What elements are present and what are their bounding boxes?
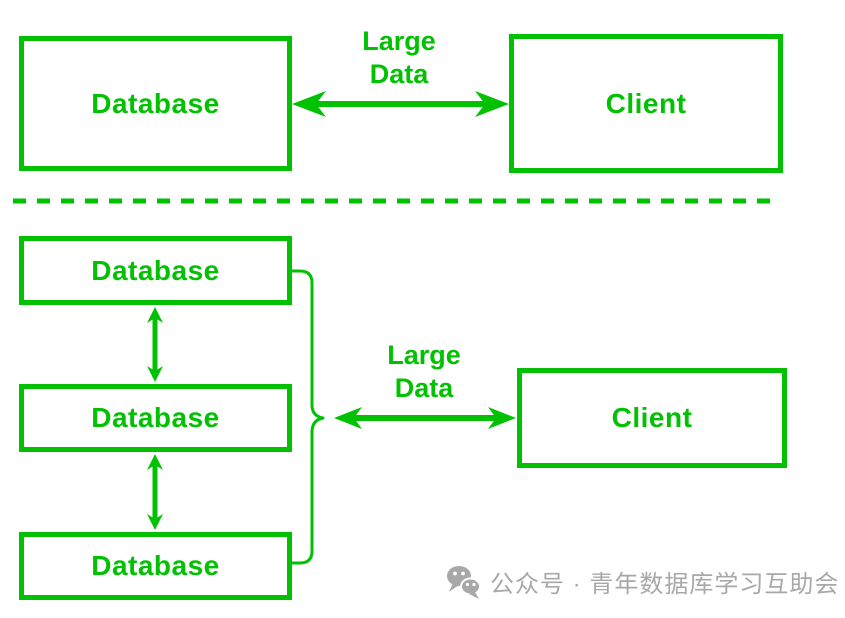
db2-db3-arrowhead-down <box>147 514 163 530</box>
bottom-arrowhead-left <box>334 407 362 429</box>
bottom-database-label-3: Database <box>91 550 220 581</box>
top-client-box: Client <box>509 34 783 173</box>
bottom-arrowhead-right <box>488 407 516 429</box>
bottom-database-box-3: Database <box>19 532 292 600</box>
top-arrow-label: Large Data <box>328 25 470 91</box>
bottom-database-box-1: Database <box>19 236 292 305</box>
db2-db3-arrowhead-up <box>147 454 163 470</box>
bottom-client-label: Client <box>611 402 693 433</box>
watermark-text: 公众号 · 青年数据库学习互助会 <box>490 570 840 598</box>
db1-db2-arrowhead-down <box>147 366 163 382</box>
top-arrowhead-left <box>292 91 326 117</box>
bottom-database-box-2: Database <box>19 384 292 452</box>
bottom-database-label-2: Database <box>91 402 220 433</box>
bottom-arrow-label-line2: Data <box>394 373 454 403</box>
bottom-arrow-label-line1: Large <box>387 340 461 370</box>
bottom-arrow-label: Large Data <box>353 339 495 405</box>
bottom-client-box: Client <box>517 368 787 468</box>
top-arrowhead-right <box>475 91 509 117</box>
top-arrow-label-line2: Data <box>369 59 429 89</box>
top-arrow-label-line1: Large <box>362 26 436 56</box>
arrowheads <box>147 91 516 530</box>
database-cluster-brace <box>292 269 325 565</box>
connector-strokes <box>13 101 773 565</box>
top-database-label: Database <box>91 87 220 119</box>
db1-db2-arrowhead-up <box>147 307 163 323</box>
wechat-icon <box>447 566 481 599</box>
bottom-database-label-1: Database <box>91 254 220 286</box>
top-database-box: Database <box>19 36 292 171</box>
watermark: 公众号 · 青年数据库学习互助会 <box>444 561 839 601</box>
top-client-label: Client <box>605 87 687 119</box>
